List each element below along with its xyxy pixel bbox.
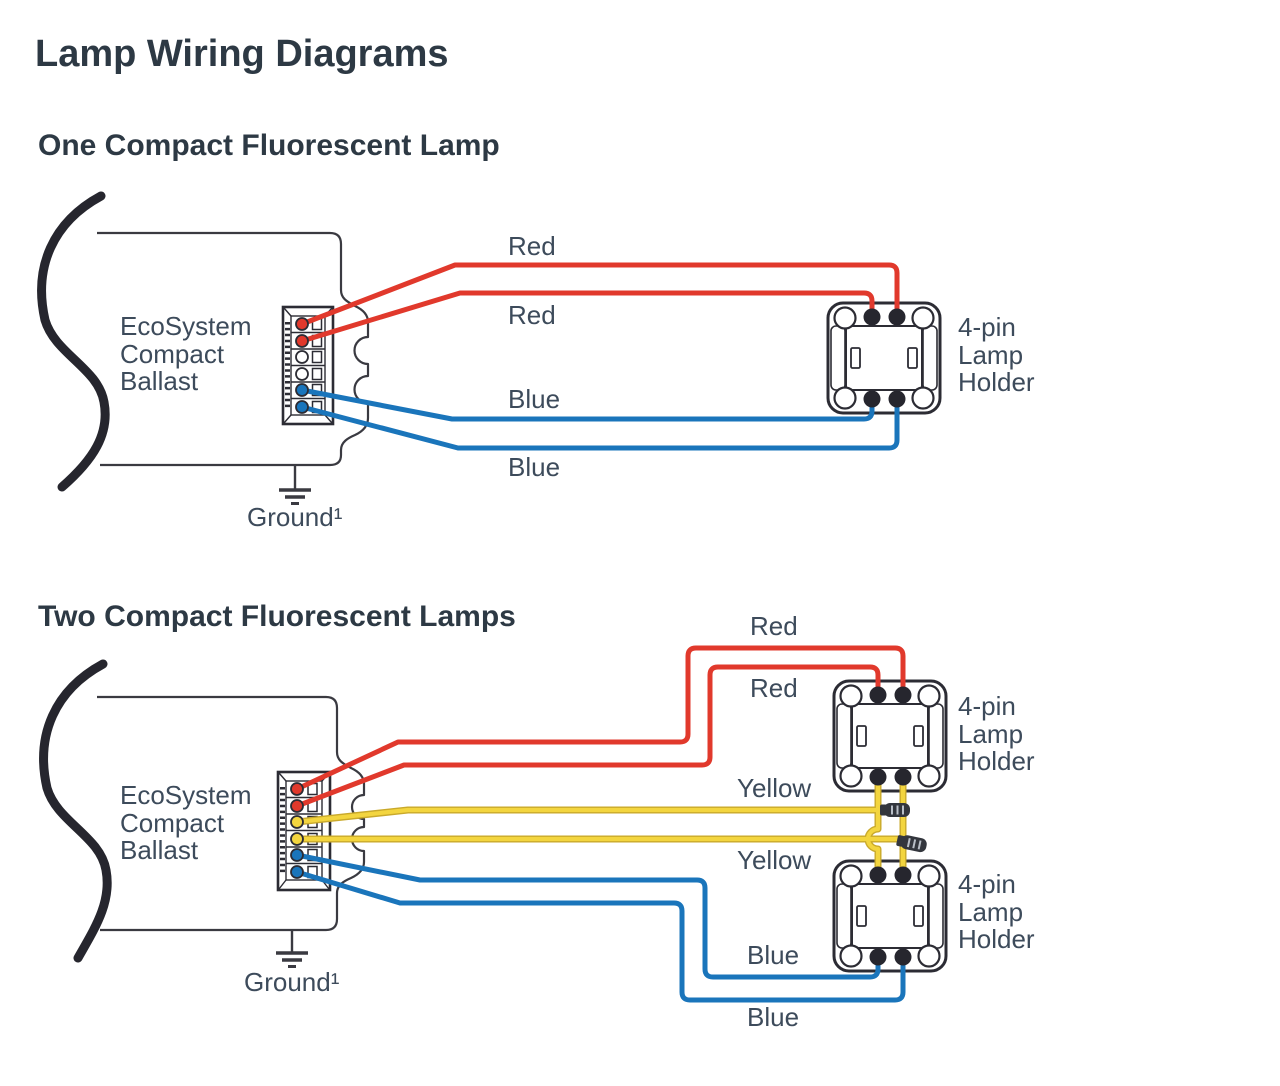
wire-red-2 bbox=[299, 290, 875, 344]
diagram2-wire-label-yellow-2: Yellow bbox=[737, 845, 812, 875]
wire-red-1 bbox=[299, 262, 900, 327]
wire-red-2 bbox=[294, 664, 881, 809]
diagram-two bbox=[39, 645, 948, 1003]
diagram1-wire-label-blue-1: Blue bbox=[508, 384, 561, 414]
diagram2-ground-label: Ground¹ bbox=[244, 967, 340, 997]
diagram2-wire-label-red-1: Red bbox=[750, 611, 798, 641]
diagram1-wire-label-red-1: Red bbox=[508, 231, 556, 261]
wire-nut-icon-1 bbox=[879, 802, 911, 818]
diagram2-wire-label-blue-2: Blue bbox=[747, 1002, 800, 1032]
terminal-contacts bbox=[290, 782, 304, 879]
diagram1-title: One Compact Fluorescent Lamp bbox=[38, 129, 500, 162]
wire-blue-2 bbox=[299, 398, 900, 451]
wire-yellow-group bbox=[293, 773, 907, 879]
lamp-holder-bottom-pins bbox=[869, 866, 912, 966]
diagram2-lamp-holder-bottom-label: 4-pin Lamp Holder bbox=[958, 869, 1035, 954]
diagram1-wire-label-red-2: Red bbox=[508, 300, 556, 330]
diagram1-ballast-label: EcoSystem Compact Ballast bbox=[120, 311, 252, 396]
torn-edge-icon bbox=[39, 659, 112, 963]
lamp-holder-pins bbox=[863, 308, 906, 408]
diagram2-title: Two Compact Fluorescent Lamps bbox=[38, 600, 516, 633]
diagram2-wire-label-yellow-1: Yellow bbox=[737, 773, 812, 803]
wire-blue-1 bbox=[294, 852, 881, 980]
diagram1-lamp-holder-label: 4-pin Lamp Holder bbox=[958, 312, 1035, 397]
torn-edge-icon bbox=[37, 191, 110, 492]
lamp-holder-top bbox=[832, 679, 948, 793]
wire-yellow-jumper-left bbox=[865, 774, 881, 878]
diagram-one bbox=[37, 191, 942, 505]
lamp-holder-top-pins bbox=[869, 686, 912, 786]
terminal-contacts bbox=[295, 317, 309, 414]
lamp-holder-bottom bbox=[832, 859, 948, 973]
page-title: Lamp Wiring Diagrams bbox=[35, 33, 449, 75]
wire-blue-2 bbox=[294, 869, 906, 1003]
ground-symbol-icon bbox=[276, 930, 308, 968]
wire-yellow-1 bbox=[294, 807, 881, 825]
wire-blue-1 bbox=[299, 387, 875, 422]
diagram1-ground-label: Ground¹ bbox=[247, 502, 343, 532]
wire-red-1 bbox=[294, 645, 906, 792]
terminal-block bbox=[276, 770, 332, 892]
ground-symbol-icon bbox=[279, 465, 311, 505]
diagram2-lamp-holder-top-label: 4-pin Lamp Holder bbox=[958, 691, 1035, 776]
diagram2-wire-label-red-2: Red bbox=[750, 673, 798, 703]
lamp-holder bbox=[826, 301, 942, 415]
diagram1-wire-label-blue-2: Blue bbox=[508, 452, 561, 482]
diagram2-ballast-label: EcoSystem Compact Ballast bbox=[120, 780, 252, 865]
diagram2-wire-label-blue-1: Blue bbox=[747, 940, 800, 970]
ballast-box-outline bbox=[97, 231, 370, 467]
